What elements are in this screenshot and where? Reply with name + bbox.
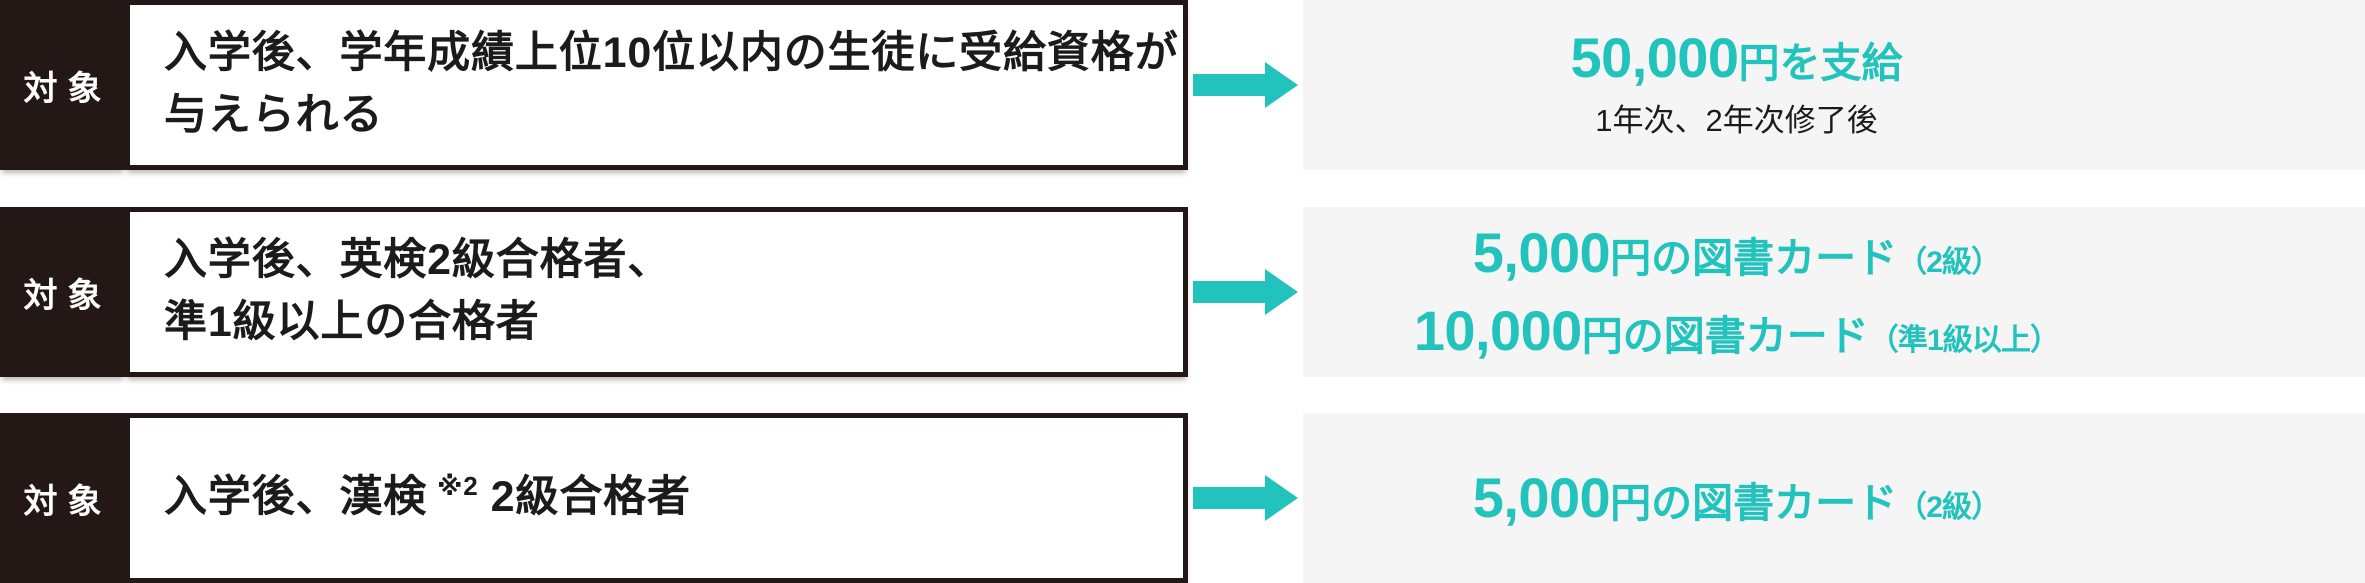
condition-box: 入学後、英検2級合格者、 準1級以上の合格者	[125, 207, 1188, 377]
condition-box: 入学後、学年成績上位10位以内の生徒に受給資格が 与えられる	[125, 0, 1188, 170]
result-unit: 円の図書カード	[1610, 480, 1898, 526]
result-note: （準1級以上）	[1868, 324, 2060, 357]
result-note: （2級）	[1897, 491, 2001, 524]
result-box: 5,000円の図書カード（2級）	[1303, 413, 2365, 583]
result-subtext: 1年次、2年次修了後	[1595, 103, 1878, 139]
target-label-box: 対象	[0, 207, 125, 377]
result-line: 50,000円を支給	[1571, 30, 1903, 86]
result-box: 50,000円を支給 1年次、2年次修了後	[1303, 0, 2365, 170]
target-label-box: 対象	[0, 0, 125, 170]
result-unit: 円の図書カード	[1610, 235, 1898, 281]
condition-text-line2: 準1級以上の合格者	[164, 298, 540, 346]
condition-text-line2: 与えられる	[164, 91, 384, 139]
scholarship-row-grades: 対象 入学後、学年成績上位10位以内の生徒に受給資格が 与えられる 50,000…	[0, 0, 2365, 170]
result-box: 5,000円の図書カード（2級） 10,000円の図書カード（準1級以上）	[1303, 207, 2365, 377]
condition-text-line1: 入学後、学年成績上位10位以内の生徒に受給資格が	[164, 29, 1179, 78]
arrow-zone	[1188, 0, 1303, 170]
scholarship-row-kanken: 対象 入学後、漢検 ※2 2級合格者 5,000円の図書カード（2級）	[0, 413, 2365, 583]
target-label: 対象	[23, 69, 112, 108]
result-line: 5,000円の図書カード（2級）	[1473, 470, 2001, 526]
footnote-marker: ※2	[437, 471, 479, 502]
arrow-right-icon	[1193, 269, 1298, 315]
arrow-zone	[1188, 207, 1303, 377]
arrow-right-icon	[1193, 475, 1298, 521]
target-label: 対象	[23, 482, 112, 521]
arrow-zone	[1188, 413, 1303, 583]
result-amount: 10,000	[1413, 299, 1582, 362]
arrow-right-icon	[1193, 62, 1298, 108]
result-unit: 円の図書カード	[1581, 313, 1869, 359]
condition-text: 入学後、漢検 ※2 2級合格者	[164, 467, 1163, 529]
result-unit: 円を支給	[1738, 40, 1903, 87]
condition-text-suffix: 2級合格者	[490, 473, 691, 522]
condition-text-line1: 入学後、英検2級合格者、	[164, 236, 672, 285]
result-amount: 5,000	[1472, 221, 1611, 284]
result-amount: 50,000	[1570, 26, 1739, 90]
target-label: 対象	[23, 276, 112, 315]
result-note: （2級）	[1897, 246, 2001, 279]
scholarship-row-eiken: 対象 入学後、英検2級合格者、 準1級以上の合格者 5,000円の図書カード（2…	[0, 207, 2365, 377]
condition-text-prefix: 入学後、漢検	[164, 473, 428, 522]
target-label-box: 対象	[0, 413, 125, 583]
result-line: 10,000円の図書カード（準1級以上）	[1414, 303, 2060, 359]
result-amount: 5,000	[1472, 466, 1611, 529]
result-line: 5,000円の図書カード（2級）	[1473, 225, 2001, 281]
condition-box: 入学後、漢検 ※2 2級合格者	[125, 413, 1188, 583]
